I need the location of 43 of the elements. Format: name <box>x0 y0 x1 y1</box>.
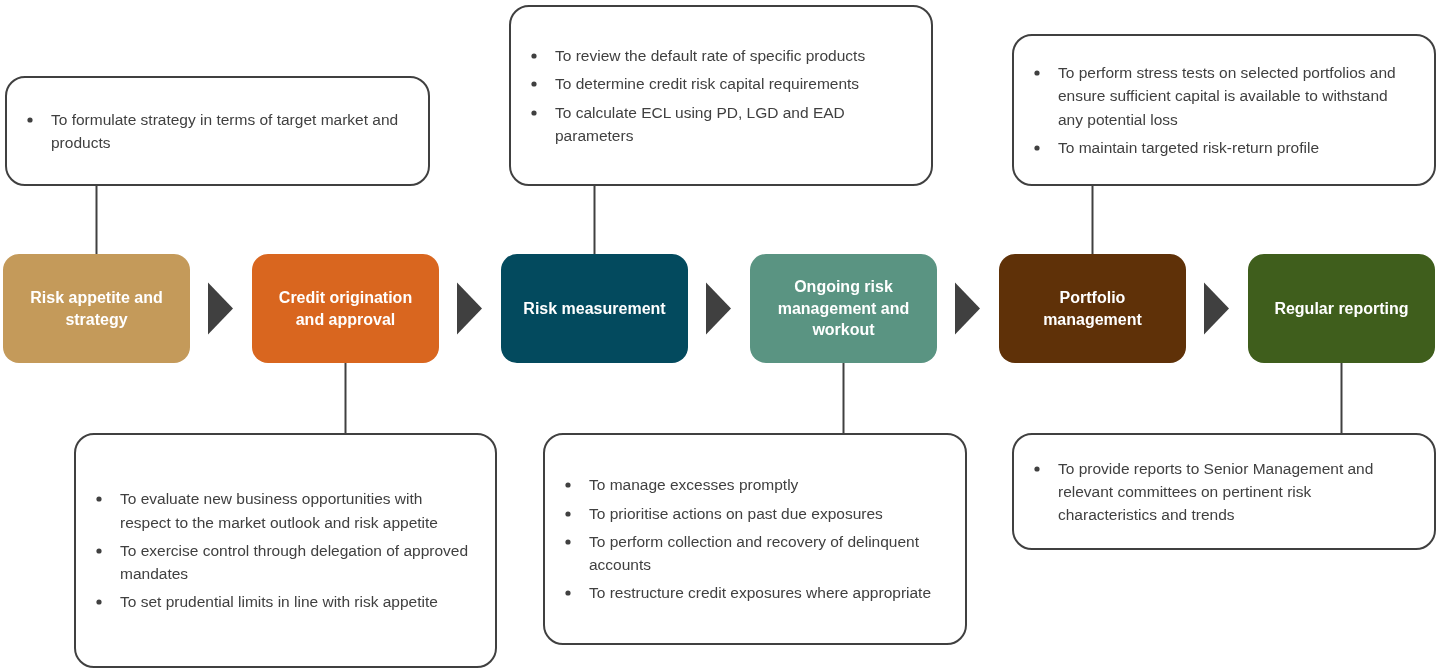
connector-line <box>593 185 596 255</box>
bullet-text: To evaluate new business opportunities with respect to the market outlook and risk appetite <box>120 490 438 531</box>
bullet-text: To exercise control through delegation of approved mandates <box>120 541 469 583</box>
process-box <box>750 254 937 363</box>
bullet-text: To restructure credit exposures where appropriate <box>589 584 932 602</box>
bullet-list-box <box>543 433 967 645</box>
chevron-arrow <box>955 282 980 335</box>
bullet-list-box <box>5 76 430 186</box>
bullet-text: To provide reports to Senior Management and relevant committees on pertinent risk characteristics and trends <box>1058 459 1374 524</box>
bullet-text: To perform stress tests on selected portfolios and ensure sufficient capital is available to withstand any potential loss <box>1058 64 1396 128</box>
chevron-arrow <box>457 282 482 335</box>
process-label: Risk appetite and strategy <box>29 287 164 330</box>
process-label: Portfolio management <box>1042 287 1143 330</box>
bullet-text: To set prudential limits in line with risk appetite <box>120 593 438 611</box>
bullet-text: To maintain targeted risk-return profile <box>1058 138 1320 156</box>
bullet-list-box <box>74 433 497 668</box>
connector-line <box>344 362 347 434</box>
process-box <box>3 254 190 363</box>
process-box <box>999 254 1186 363</box>
connector-line <box>1340 362 1343 434</box>
bullet-text: To determine credit risk capital requirements <box>555 75 860 93</box>
bullet-list-box <box>1012 34 1436 186</box>
connector-line <box>1091 185 1094 255</box>
process-label: Ongoing risk management and workout <box>776 277 911 341</box>
bullet-text: To review the default rate of specific products <box>555 47 866 64</box>
bullet-list-box <box>1012 433 1436 550</box>
connector-line <box>842 362 845 434</box>
bullet-text: To formulate strategy in terms of target market and products <box>51 110 399 151</box>
chevron-arrow <box>208 282 233 335</box>
bullet-text: To prioritise actions on past due exposures <box>589 504 883 522</box>
bullet-text: To manage excesses promptly <box>589 476 799 494</box>
bullet-text: To perform collection and recovery of delinquent accounts <box>589 532 919 574</box>
bullet-text: To calculate ECL using PD, LGD and EAD parameters <box>555 103 845 144</box>
process-label: Credit origination and approval <box>277 287 414 330</box>
connector-line <box>95 185 98 255</box>
chevron-arrow <box>706 282 731 335</box>
bullet-list-box <box>509 5 933 186</box>
process-label: Risk measurement <box>523 298 666 319</box>
chevron-arrow <box>1204 282 1229 335</box>
process-label: Regular reporting <box>1274 298 1409 319</box>
process-box <box>1248 254 1435 363</box>
process-box <box>501 254 688 363</box>
process-box <box>252 254 439 363</box>
